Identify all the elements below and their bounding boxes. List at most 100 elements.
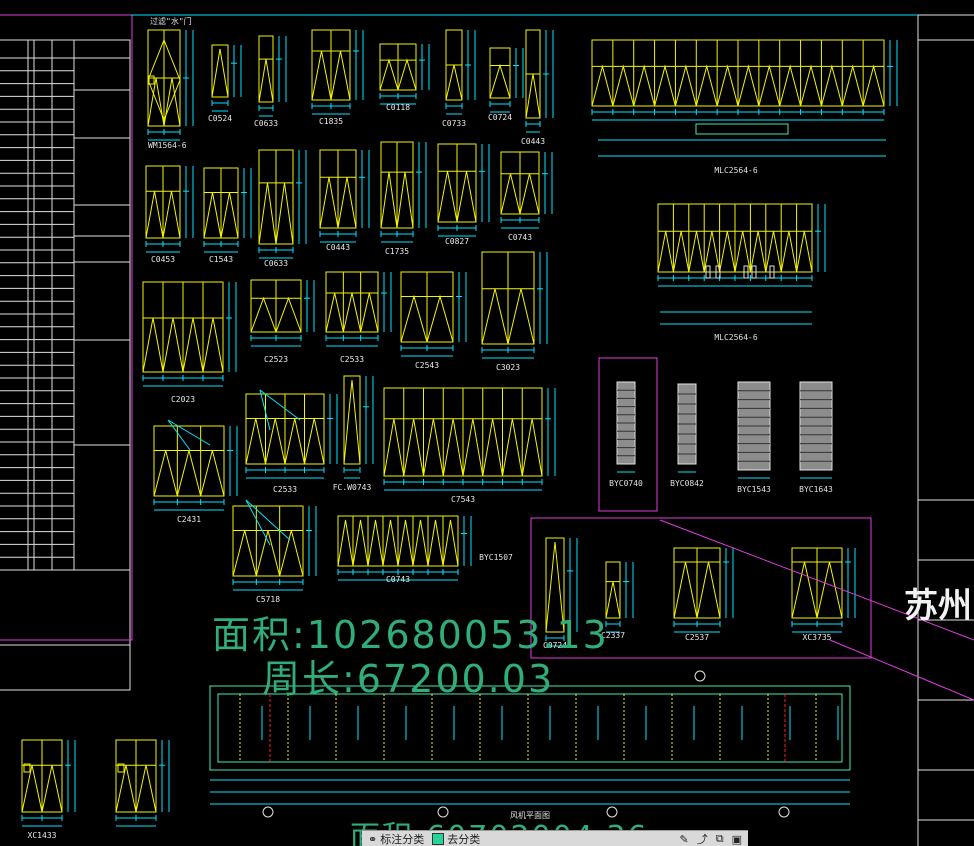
axis-bubble [606, 806, 618, 818]
tag-classify-label: 标注分类 [380, 833, 425, 846]
opening-mark [265, 418, 286, 465]
opening-mark [456, 171, 477, 223]
perimeter-measure-text: 周长:67200.03 [262, 657, 555, 701]
window-label: C1543 [209, 255, 233, 264]
opening-mark [612, 64, 635, 107]
elevation-label: 风机平面图 [510, 810, 550, 820]
window-frame [343, 375, 361, 465]
opening-mark [749, 231, 767, 273]
opening-mark [245, 418, 266, 465]
door-swing-mark [147, 38, 181, 122]
window-label: C2431 [177, 515, 201, 524]
opening-mark [343, 379, 361, 465]
opening-mark [319, 177, 339, 229]
window-label: C0733 [442, 119, 466, 128]
opening-mark [791, 561, 818, 619]
opening-mark [147, 77, 165, 127]
window-label: C0524 [208, 114, 232, 123]
window-label: C0743 [508, 233, 532, 242]
opening-mark [502, 418, 523, 477]
window-label: C0453 [151, 255, 175, 264]
opening-mark [841, 64, 864, 107]
window-label: C1835 [319, 117, 343, 126]
opening-mark [21, 765, 43, 813]
opening-mark [383, 418, 405, 477]
opening-mark [279, 530, 304, 577]
window-label: C0443 [326, 243, 350, 252]
magenta-leader [659, 519, 974, 641]
floating-toolbar: ⚭ 标注分类 去分类 ✎ ⤴ ⧉ ▣ [362, 830, 748, 846]
opening-mark [275, 182, 294, 245]
window-label: C2533 [340, 355, 364, 364]
louver-label: BYC0740 [609, 479, 643, 488]
opening-mark [695, 64, 718, 107]
company-brand-text: 苏州 [904, 586, 972, 626]
window-label: XC1433 [28, 831, 57, 840]
window-label: C0443 [521, 137, 545, 146]
copy-icon[interactable]: ⧉ [715, 832, 724, 845]
window-label: C2337 [601, 631, 625, 640]
louver-label: BYC0842 [670, 479, 704, 488]
opening-mark [220, 192, 239, 239]
table-selection-box [0, 14, 133, 641]
opening-mark [211, 48, 229, 98]
opening-mark [397, 58, 417, 91]
leader-line [259, 389, 301, 421]
opening-mark [481, 288, 509, 345]
axis-bubble [262, 806, 274, 818]
pen-icon[interactable]: ✎ [679, 832, 689, 846]
vent-mark [751, 265, 757, 279]
opening-mark [367, 519, 384, 567]
opening-mark [202, 317, 224, 373]
toolbar-tools: ✎ ⤴ ⧉ ▣ [680, 831, 748, 846]
window-label: C0633 [264, 259, 288, 268]
window-label: C0118 [386, 103, 410, 112]
selection-box [530, 517, 872, 659]
window-label: C2533 [273, 485, 297, 494]
opening-mark [258, 59, 274, 103]
door-label: 过滤"水"门 [150, 16, 192, 26]
opening-mark [311, 50, 332, 101]
opening-mark [673, 561, 698, 619]
window-label: XC3735 [803, 633, 832, 642]
opening-mark [400, 294, 428, 343]
window-label: C2523 [264, 355, 288, 364]
window-label: C0724 [543, 641, 567, 650]
clipboard-icon[interactable]: ▣ [731, 832, 742, 846]
opening-mark [337, 519, 354, 567]
opening-mark [352, 519, 369, 567]
window-label: MLC2564-6 [714, 333, 758, 342]
opening-mark [397, 519, 414, 567]
dimension-highlight-box [695, 123, 789, 135]
opening-mark [115, 765, 137, 813]
opening-mark [500, 173, 521, 215]
opening-mark [800, 64, 822, 107]
opening-mark [330, 50, 351, 101]
axis-bubble [694, 670, 706, 682]
opening-mark [716, 64, 739, 107]
opening-mark [176, 450, 202, 497]
opening-mark [360, 292, 379, 333]
declassify-button[interactable]: 去分类 [432, 831, 480, 846]
tag-classify-button[interactable]: ⚭ 标注分类 [368, 831, 424, 846]
opening-mark [462, 418, 484, 477]
opening-mark [657, 231, 674, 273]
opening-mark [521, 418, 543, 477]
opening-mark [379, 58, 399, 91]
leader-line [167, 419, 191, 451]
share-icon[interactable]: ⤴ [696, 833, 708, 846]
tag-icon: ⚭ [368, 832, 378, 846]
window-frame [211, 44, 229, 98]
axis-bubble [778, 806, 790, 818]
door-handle-icon [148, 75, 155, 85]
opening-mark [284, 418, 305, 465]
opening-mark [780, 231, 798, 273]
window-frame [153, 425, 225, 497]
opening-mark [135, 765, 157, 813]
opening-mark [250, 296, 277, 333]
opening-mark [545, 541, 565, 633]
opening-mark [153, 450, 178, 497]
opening-mark [337, 177, 357, 229]
opening-mark [382, 519, 399, 567]
